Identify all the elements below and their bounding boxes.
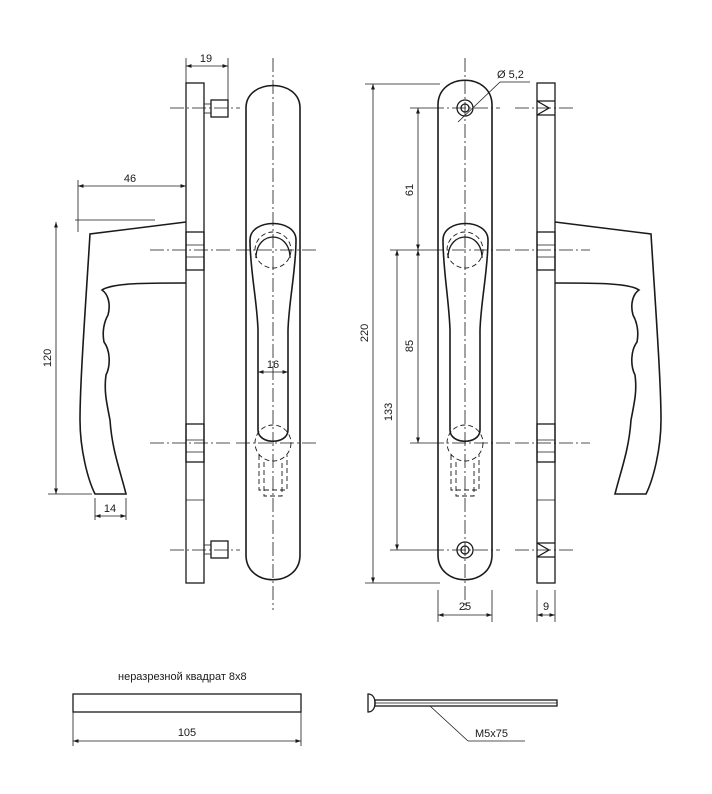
dim-46: 46 bbox=[124, 173, 136, 185]
square-spindle: неразрезной квадрат 8x8 105 bbox=[72, 671, 302, 746]
dim-25: 25 bbox=[459, 601, 471, 613]
screw-label: M5x75 bbox=[475, 728, 508, 740]
dim-85: 85 bbox=[404, 340, 416, 352]
dim-16: 16 bbox=[267, 359, 279, 371]
dim-19: 19 bbox=[200, 53, 212, 65]
square-length: 105 bbox=[178, 727, 196, 739]
dim-220: 220 bbox=[359, 324, 371, 342]
dim-120: 120 bbox=[42, 349, 54, 367]
dim-diameter: Ø 5,2 bbox=[497, 69, 524, 81]
dim-61: 61 bbox=[404, 184, 416, 196]
side-view-right: 9 bbox=[515, 82, 662, 622]
dim-133: 133 bbox=[383, 403, 395, 421]
dim-14: 14 bbox=[104, 503, 116, 515]
screw: M5x75 bbox=[367, 693, 558, 742]
square-label: неразрезной квадрат 8x8 bbox=[118, 671, 247, 683]
rear-view: Ø 5,2 220 61 85 133 25 bbox=[359, 58, 530, 622]
dim-9: 9 bbox=[543, 601, 549, 613]
front-view-left: 16 bbox=[236, 58, 318, 610]
side-view-left: 19 46 120 14 bbox=[42, 53, 240, 584]
